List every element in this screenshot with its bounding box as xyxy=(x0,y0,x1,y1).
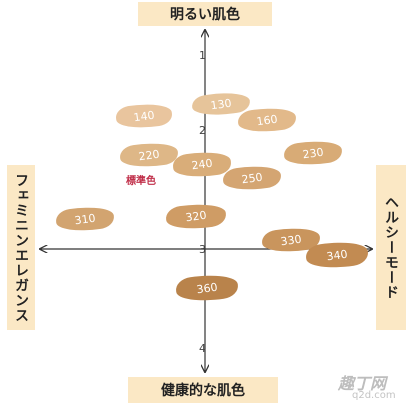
swatch-330-label: 330 xyxy=(279,232,303,248)
standard-color-label: 標準色 xyxy=(126,176,156,187)
tick-2: 2 xyxy=(199,124,206,137)
tick-4: 4 xyxy=(199,342,206,355)
tick-3: 3 xyxy=(199,243,206,256)
swatch-220-label: 220 xyxy=(137,147,161,163)
swatch-160-label: 160 xyxy=(255,112,279,128)
watermark-logo: 趣丁网 xyxy=(338,374,387,393)
swatch-360-label: 360 xyxy=(195,280,219,296)
tick-1: 1 xyxy=(199,49,206,62)
watermark-url: q2d.com xyxy=(352,390,396,401)
swatch-320-label: 320 xyxy=(184,208,208,225)
swatch-310-label: 310 xyxy=(73,211,97,227)
swatch-340-label: 340 xyxy=(325,247,349,263)
swatch-250-label: 250 xyxy=(240,170,264,186)
left-axis-label: フェミニンエレガンス xyxy=(7,165,35,330)
bottom-axis-label: 健康的な肌色 xyxy=(128,377,278,403)
swatch-240-label: 240 xyxy=(190,156,214,173)
right-axis-label: ヘルシーモード xyxy=(376,165,406,330)
swatch-140-label: 140 xyxy=(132,108,156,124)
swatch-130-label: 130 xyxy=(209,96,233,112)
top-axis-label: 明るい肌色 xyxy=(138,2,272,26)
swatch-230-label: 230 xyxy=(301,145,325,161)
